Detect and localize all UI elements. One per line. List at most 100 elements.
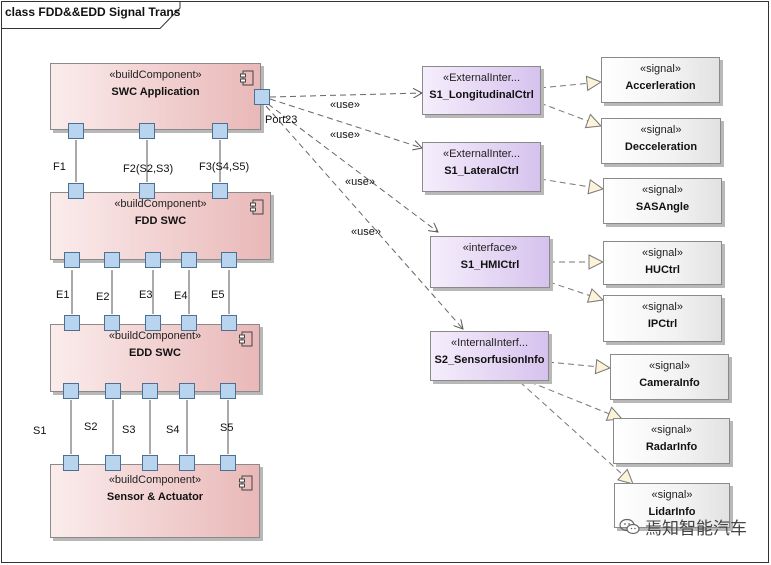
signal-huctrl[interactable]: «signal» HUCtrl <box>603 241 722 285</box>
realize-sas <box>539 178 603 189</box>
realize-decel <box>539 102 601 126</box>
interface-stereotype: «ExternalInter... <box>442 148 521 160</box>
interface-s1-longitudinalctrl[interactable]: «ExternalInter... S1_LongitudinalCtrl <box>422 66 541 115</box>
label-s5: S5 <box>220 422 234 434</box>
e-connectors <box>71 270 230 314</box>
port-fdd-e1[interactable] <box>64 252 80 268</box>
component-icon <box>239 475 253 491</box>
port-edd-s3[interactable] <box>142 383 158 399</box>
port-edd-s4[interactable] <box>179 383 195 399</box>
interface-name: S1_LongitudinalCtrl <box>429 89 534 101</box>
realize-radar <box>529 381 622 419</box>
component-icon <box>239 331 253 347</box>
component-stereotype: «buildComponent» <box>114 198 207 210</box>
use-to-hmi <box>267 103 438 232</box>
port23[interactable] <box>254 89 270 105</box>
signal-lidarinfo[interactable]: «signal» LidarInfo <box>614 483 730 528</box>
watermark-text: 焉知智能汽车 <box>645 519 747 539</box>
label-e3: E3 <box>139 289 153 301</box>
port-fdd-e5[interactable] <box>221 252 237 268</box>
interface-stereotype: «ExternalInter... <box>442 72 521 84</box>
component-sensor-actuator[interactable]: «buildComponent» Sensor & Actuator <box>50 464 260 538</box>
signal-decceleration[interactable]: «signal» Decceleration <box>601 118 721 164</box>
component-name: FDD SWC <box>134 215 187 227</box>
interface-s1-hmictrl[interactable]: «interface» S1_HMICtrl <box>430 236 550 288</box>
f-connectors <box>75 140 221 182</box>
realize-accel <box>539 82 601 88</box>
signal-stereotype: «signal» <box>642 184 683 196</box>
interface-stereotype: «interface» <box>462 242 518 254</box>
label-e4: E4 <box>174 290 188 302</box>
signal-radarinfo[interactable]: «signal» RadarInfo <box>613 418 730 464</box>
use-label-2: «use» <box>330 129 360 141</box>
component-icon <box>240 70 254 86</box>
component-name: EDD SWC <box>129 347 181 359</box>
label-s3: S3 <box>122 424 136 436</box>
port-edd-s1[interactable] <box>63 383 79 399</box>
interface-s1-lateralctrl[interactable]: «ExternalInter... S1_LateralCtrl <box>422 142 541 192</box>
realize-camera <box>547 362 610 368</box>
port-fdd-f1[interactable] <box>68 183 84 199</box>
port-swc-f3[interactable] <box>212 123 228 139</box>
signal-sasangle[interactable]: «signal» SASAngle <box>603 178 722 224</box>
port-edd-e1[interactable] <box>64 315 80 331</box>
signal-stereotype: «signal» <box>651 424 692 436</box>
interface-name: S1_LateralCtrl <box>444 165 519 177</box>
use-dependencies <box>265 93 463 329</box>
signal-name: HUCtrl <box>645 264 680 276</box>
port-edd-e5[interactable] <box>221 315 237 331</box>
signal-ipctrl[interactable]: «signal» IPCtrl <box>603 295 722 342</box>
use-label-1: «use» <box>330 99 360 111</box>
port-edd-s2[interactable] <box>105 383 121 399</box>
component-swc-application[interactable]: «buildComponent» SWC Application <box>50 63 261 130</box>
realize-ip <box>548 281 603 300</box>
signal-stereotype: «signal» <box>649 360 690 372</box>
component-fdd-swc[interactable]: «buildComponent» FDD SWC <box>50 192 271 260</box>
signal-name: Accerleration <box>625 80 696 92</box>
signal-name: SASAngle <box>635 201 690 213</box>
port-edd-s5[interactable] <box>220 383 236 399</box>
signal-stereotype: «signal» <box>640 63 681 75</box>
port-sensor-s5[interactable] <box>220 455 236 471</box>
port-edd-e3[interactable] <box>145 315 161 331</box>
signal-stereotype: «signal» <box>651 489 693 501</box>
interface-s2-sensorfusioninfo[interactable]: «InternalInterf... S2_SensorfusionInfo <box>430 331 549 381</box>
port-fdd-f2[interactable] <box>139 183 155 199</box>
label-e5: E5 <box>211 289 225 301</box>
port-swc-f1[interactable] <box>68 123 84 139</box>
label-f3: F3(S4,S5) <box>199 161 250 173</box>
use-to-lateral <box>269 98 422 148</box>
port-fdd-f3[interactable] <box>212 183 228 199</box>
port-swc-f2[interactable] <box>139 123 155 139</box>
port-sensor-s2[interactable] <box>105 455 121 471</box>
frame-title-tab <box>1 1 181 29</box>
component-name: Sensor & Actuator <box>106 491 204 503</box>
port-fdd-e3[interactable] <box>145 252 161 268</box>
port23-label: Port23 <box>265 114 298 126</box>
signal-name: RadarInfo <box>645 441 698 453</box>
port-sensor-s4[interactable] <box>179 455 195 471</box>
port-sensor-s1[interactable] <box>63 455 79 471</box>
interface-name: S1_HMICtrl <box>460 259 520 271</box>
port-edd-e2[interactable] <box>104 315 120 331</box>
watermark: 焉知智能汽车 <box>619 514 747 539</box>
signal-camerainfo[interactable]: «signal» CameraInfo <box>610 354 729 400</box>
signal-accerleration[interactable]: «signal» Accerleration <box>601 57 720 103</box>
label-e1: E1 <box>56 289 70 301</box>
signal-name: IPCtrl <box>647 318 678 330</box>
port-edd-e4[interactable] <box>181 315 197 331</box>
wechat-icon <box>619 518 640 534</box>
signal-name: CameraInfo <box>639 377 700 389</box>
port-sensor-s3[interactable] <box>142 455 158 471</box>
s-connectors <box>70 400 229 454</box>
label-s2: S2 <box>84 421 98 433</box>
signal-stereotype: «signal» <box>640 124 682 136</box>
port-fdd-e4[interactable] <box>181 252 197 268</box>
use-label-4: «use» <box>351 226 381 238</box>
port-fdd-e2[interactable] <box>104 252 120 268</box>
component-edd-swc[interactable]: «buildComponent» EDD SWC <box>50 324 260 392</box>
realizations <box>519 82 633 484</box>
